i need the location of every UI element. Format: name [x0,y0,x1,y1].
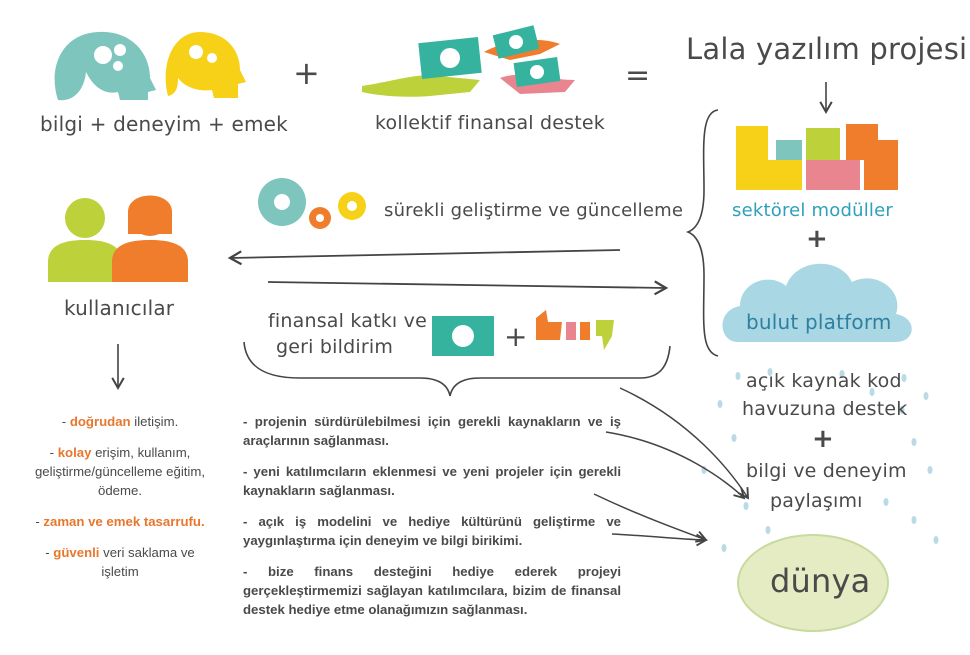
money-hands-icon [362,25,575,97]
plus-feedback: + [504,320,528,353]
rain-line-2: havuzuna destek [742,398,908,420]
cloud-label: bulut platform [746,310,892,334]
plus-sign: + [293,54,321,92]
plus-rain: + [812,424,834,454]
world-ellipse [737,534,889,632]
rain-line-3: bilgi ve deneyim [746,460,907,482]
arrow-world-4 [611,533,708,547]
rain-line-1: açık kaynak kod [746,370,902,392]
equals-sign: = [625,58,651,93]
feedback-line-2: geri bildirim [276,336,394,358]
arrow-world-2 [605,431,746,500]
benefit-2: - kolay erişim, kullanım, geliştirme/gün… [34,445,206,498]
cloud-icon [722,263,912,342]
curly-brace [685,109,719,357]
arrow-to-project [267,280,669,296]
point-3: - açık iş modelini ve hediye kültürünü g… [243,514,621,548]
feedback-line-1: finansal katkı ve [268,310,427,332]
caption-collective-finance: kollektif finansal destek [375,112,606,134]
points-list: - projenin sürdürülebilmesi için gerekli… [243,412,621,619]
benefit-1: - doğrudan iletişim. [61,414,179,429]
tetris-modules-icon [736,124,898,190]
point-2: - yeni katılımcıların eklenmesi ve yeni … [243,464,621,498]
rain-line-4: paylaşımı [770,490,863,512]
dev-label: sürekli geliştirme ve güncelleme [384,200,684,221]
modules-label: sektörel modüller [732,200,894,221]
plus-modules: + [806,224,828,254]
caption-knowledge: bilgi + deneyim + emek [40,112,288,136]
money-feedback-icon [432,310,614,356]
point-1: - projenin sürdürülebilmesi için gerekli… [243,414,621,448]
project-title: Lala yazılım projesi [686,32,968,66]
users-icon [48,195,188,282]
head-male-yellow-icon [165,32,246,98]
benefit-4: - güvenli veri saklama ve işletim [45,545,195,579]
users-benefits: - doğrudan iletişim. - kolay erişim, kul… [25,412,215,581]
head-female-teal-icon [54,31,156,101]
users-label: kullanıcılar [64,296,175,320]
benefit-3: - zaman ve emek tasarrufu. [35,514,205,529]
arrow-world-1 [619,387,750,500]
world-label: dünya [770,562,871,600]
gears-icon [258,178,366,229]
arrow-to-users [227,249,621,266]
point-4: - bize finans desteğini hediye ederek pr… [243,564,621,617]
feedback-brace [243,341,671,397]
rain-drops [701,368,939,552]
